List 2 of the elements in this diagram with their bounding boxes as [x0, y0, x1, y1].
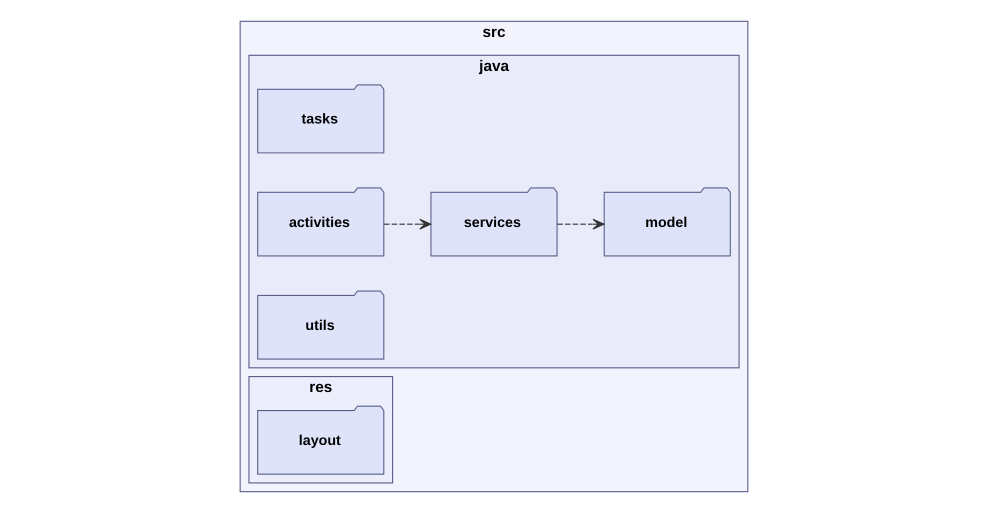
- arrow: [556, 218, 604, 230]
- arrow: [384, 218, 431, 230]
